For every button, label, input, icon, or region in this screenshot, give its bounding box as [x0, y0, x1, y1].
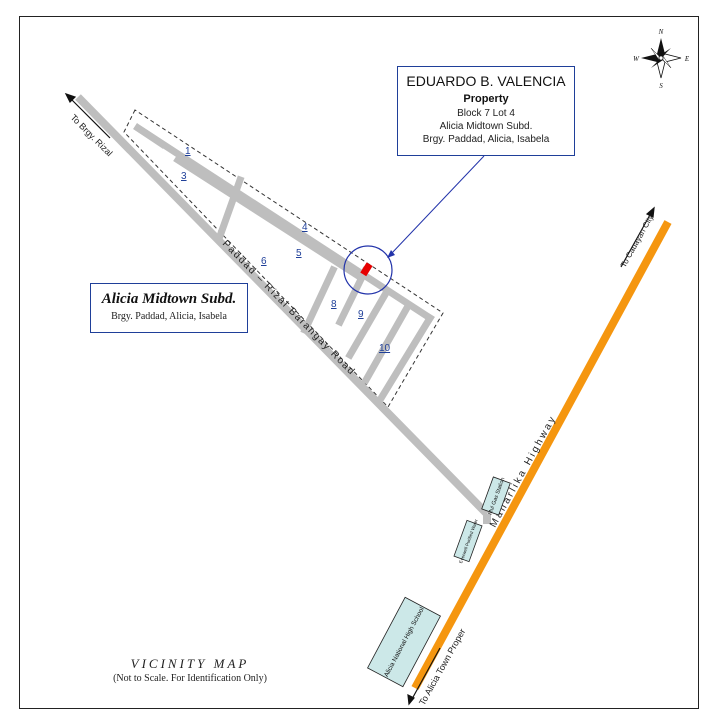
subdivision-roads — [133, 123, 435, 405]
compass-north: N — [658, 28, 664, 36]
subdivision-callout: Alicia Midtown Subd. Brgy. Paddad, Alici… — [90, 283, 248, 333]
map-note: (Not to Scale. For Identification Only) — [113, 673, 267, 684]
block-label: 6 — [261, 256, 267, 267]
school-landmark: Alicia National High School — [367, 596, 441, 688]
block-label: 4 — [302, 222, 308, 233]
map-title-block: VICINITY MAP (Not to Scale. For Identifi… — [100, 656, 280, 686]
compass-south: S — [659, 82, 663, 90]
block-label: 1 — [185, 146, 191, 157]
cauayan-arrow — [620, 206, 655, 268]
block-label: 9 — [358, 309, 364, 320]
map-frame — [19, 16, 699, 709]
map-title: VICINITY MAP — [130, 656, 250, 671]
leader-line — [390, 155, 485, 255]
subdivision-location: Brgy. Paddad, Alicia, Isabela — [111, 311, 227, 322]
subdivision-name: Alicia Midtown Subd. — [101, 291, 237, 307]
compass-east: E — [684, 55, 690, 63]
owner-property-label: Property — [463, 93, 509, 105]
block-label: 5 — [296, 248, 302, 259]
subdivision-boundary — [123, 109, 444, 408]
owner-callout: EDUARDO B. VALENCIA Property Block 7 Lot… — [397, 66, 575, 156]
compass-west: W — [633, 55, 640, 63]
barangay-road — [75, 94, 490, 517]
owner-name: EDUARDO B. VALENCIA — [406, 73, 566, 89]
maharlika-highway — [411, 220, 672, 690]
owner-subdivision: Alicia Midtown Subd. — [439, 121, 533, 132]
alicia-arrow — [407, 647, 441, 706]
property-circle — [343, 245, 393, 295]
gas-station-landmark: Mul Gas Station — [481, 476, 511, 516]
rizal-arrow — [64, 92, 111, 139]
leader-arrowhead — [387, 250, 395, 258]
block-label: 8 — [331, 299, 337, 310]
owner-lot: Block 7 Lot 4 — [457, 108, 515, 119]
compass-icon: N S E W — [633, 28, 690, 90]
property-lot — [360, 262, 373, 277]
block-label: 3 — [181, 171, 187, 182]
owner-address: Brgy. Paddad, Alicia, Isabela — [422, 134, 550, 145]
block-label: 10 — [379, 343, 391, 354]
water-landmark: Everwell Purified Water — [453, 518, 483, 564]
